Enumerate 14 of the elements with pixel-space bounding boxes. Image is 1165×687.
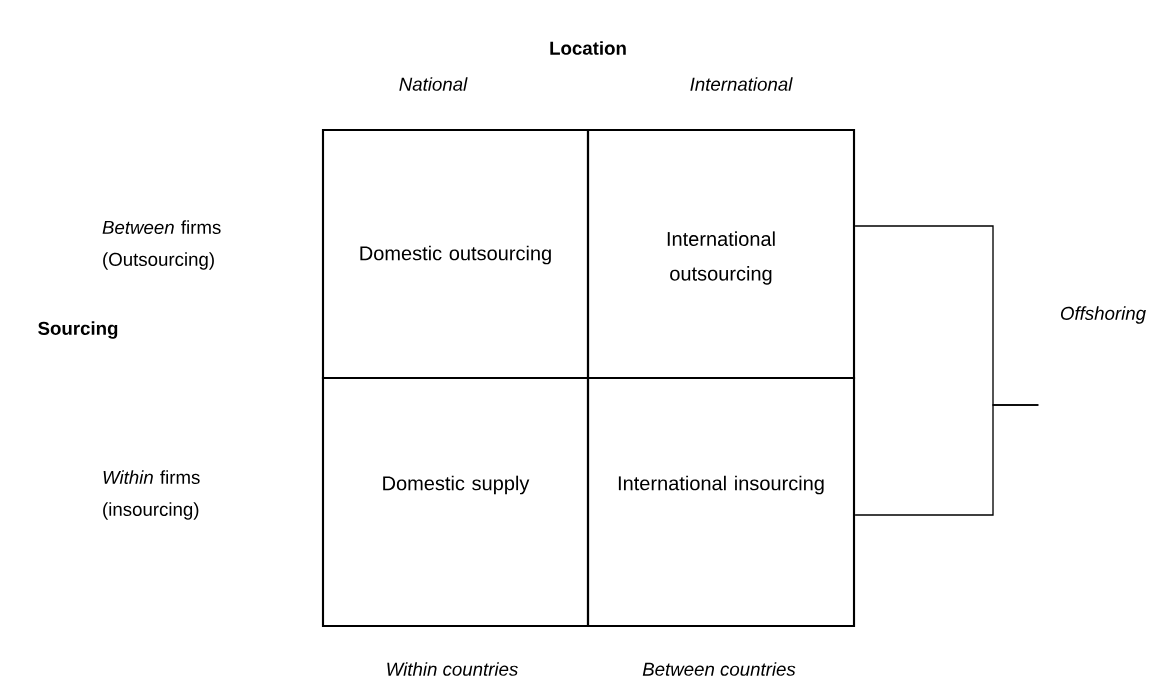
axis-label: Within firms (insourcing) [103, 470, 200, 520]
quadrant-cell: International outsourcing [586, 128, 856, 380]
quadrant-cell: Domestic outsourcing [321, 128, 590, 380]
axis-label: Within countries [387, 662, 518, 676]
axis-label: International [690, 77, 793, 91]
axis-label: National [399, 77, 468, 91]
bracket-line [854, 404, 1039, 516]
axis-label: Between countries [642, 662, 796, 676]
bracket-label: Offshoring [1060, 306, 1146, 324]
quadrant-cell: Domestic supply [321, 376, 590, 628]
axis-label: Between firms (Outsourcing) [102, 220, 221, 270]
axis-label: Location [550, 41, 626, 55]
axis-label: Sourcing [38, 321, 118, 339]
quadrant-cell: International insourcing [586, 376, 856, 628]
